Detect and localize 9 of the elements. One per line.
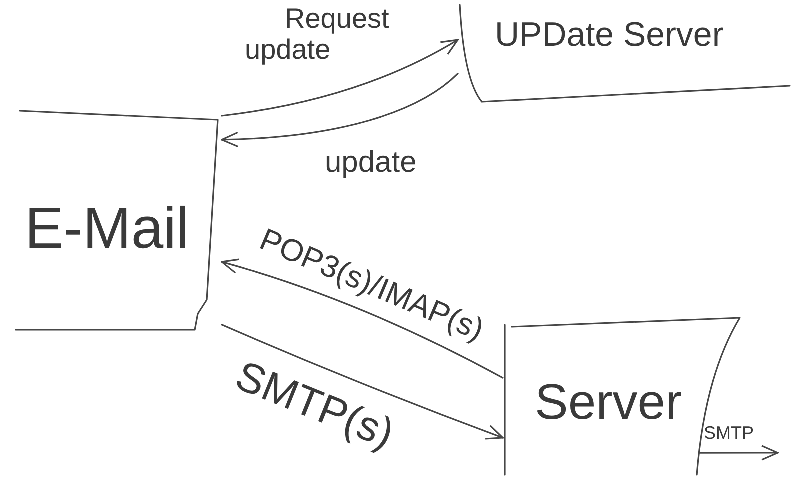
- node-label: E-Mail: [25, 200, 190, 258]
- arrow: [699, 445, 779, 461]
- arrow: [221, 258, 504, 379]
- sketch-box: [15, 110, 222, 332]
- arrow: [221, 39, 459, 117]
- arrow: [221, 324, 504, 440]
- node-label: Server: [535, 377, 682, 427]
- arrow: [221, 73, 459, 148]
- node-label: UPDate Server: [495, 18, 724, 52]
